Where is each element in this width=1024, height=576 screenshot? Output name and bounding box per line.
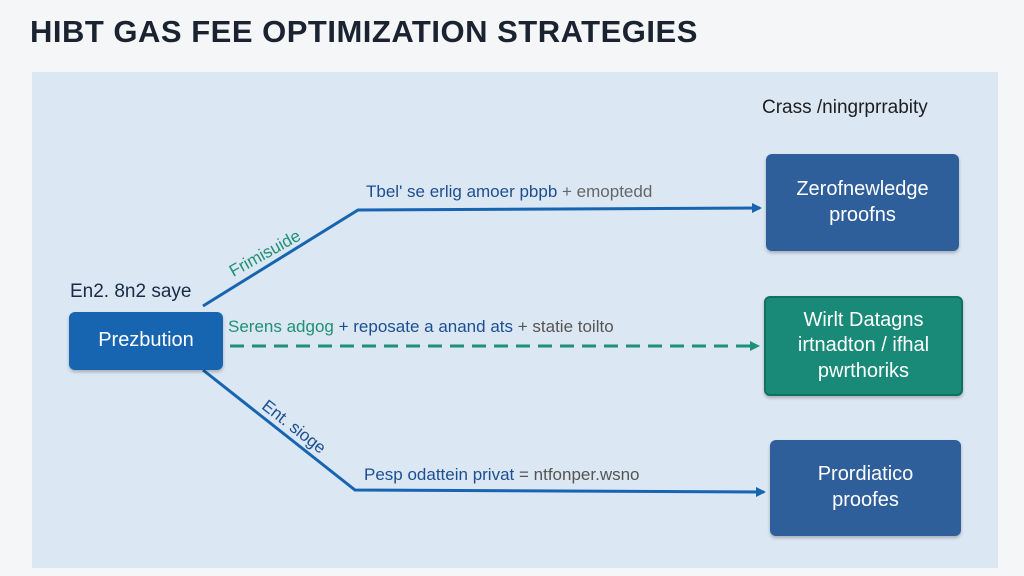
edge-top-label: Tbel' se erlig amoer pbpb + emoptedd [366, 182, 653, 201]
target-node-label: Wirlt Datagns irtnadton / ifhal pwrthori… [797, 308, 930, 382]
target-node-zero-knowledge: Zerofnewledge proofns [766, 154, 959, 251]
target-node-middle: Wirlt Datagns irtnadton / ifhal pwrthori… [764, 296, 963, 396]
target-node-label: Zerofnewledge proofns [796, 177, 929, 226]
edge-middle-label: Serens adgog + reposate a anand ats + st… [228, 317, 614, 336]
arrow-bottom [202, 368, 766, 497]
source-node: Prezbution [69, 312, 223, 370]
source-node-label: Prezbution [98, 329, 194, 352]
target-node-label: Prordiatico proofes [817, 463, 914, 511]
source-caption: En2. 8n2 saye [70, 281, 192, 302]
target-node-bottom: Prordiatico proofes [770, 440, 961, 536]
corner-label: Crass /ningrprrabity [762, 97, 928, 118]
edge-bottom-label: Pesp odattein privat = ntfonper.wsno [364, 465, 640, 484]
arrow-top [202, 203, 762, 308]
page-title: HIBT GAS FEE OPTIMIZATION STRATEGIES [30, 14, 698, 49]
